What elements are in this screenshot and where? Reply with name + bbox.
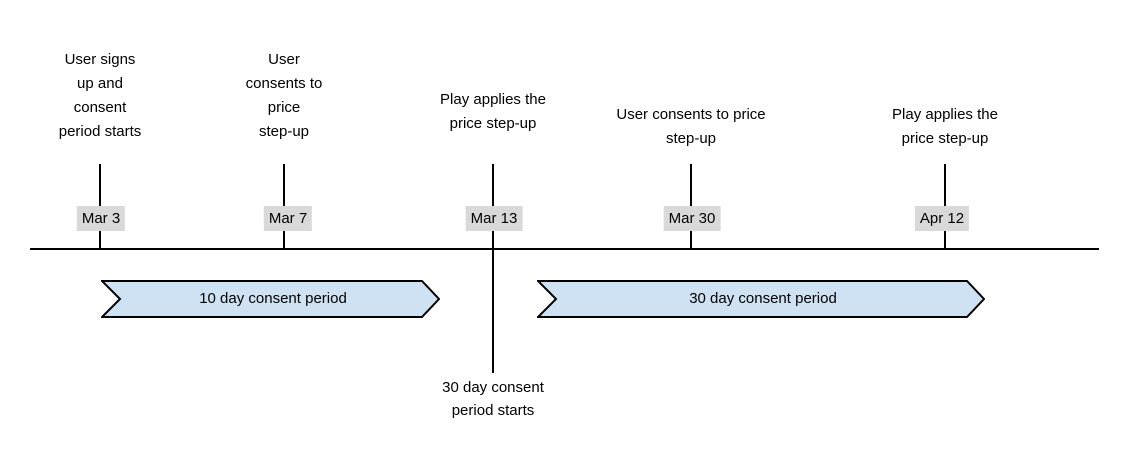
annotation-connector [492, 250, 494, 373]
period-arrow-shape [101, 280, 440, 318]
event-date-mar30: Mar 30 [663, 206, 721, 231]
event-date-apr12: Apr 12 [914, 206, 970, 231]
period-banner-10day [101, 280, 440, 318]
event-label-consent-1: User consents to price step-up [245, 51, 323, 140]
annotation-label-30day-start: 30 day consent period starts [442, 379, 544, 419]
period-label-10day: 10 day consent period [199, 290, 347, 307]
timeline-axis [30, 248, 1099, 250]
event-date-mar13: Mar 13 [465, 206, 523, 231]
event-label-apply-2: Play applies the price step-up [892, 106, 998, 147]
period-arrow-shape [537, 280, 985, 318]
period-label-30day: 30 day consent period [689, 290, 837, 307]
event-label-consent-2: User consents to price step-up [616, 106, 766, 147]
period-banner-30day [537, 280, 985, 318]
event-date-mar3: Mar 3 [76, 206, 126, 231]
event-label-signup: User signs up and consent period starts [58, 51, 142, 140]
event-date-mar7: Mar 7 [263, 206, 313, 231]
event-label-apply-1: Play applies the price step-up [440, 91, 546, 132]
